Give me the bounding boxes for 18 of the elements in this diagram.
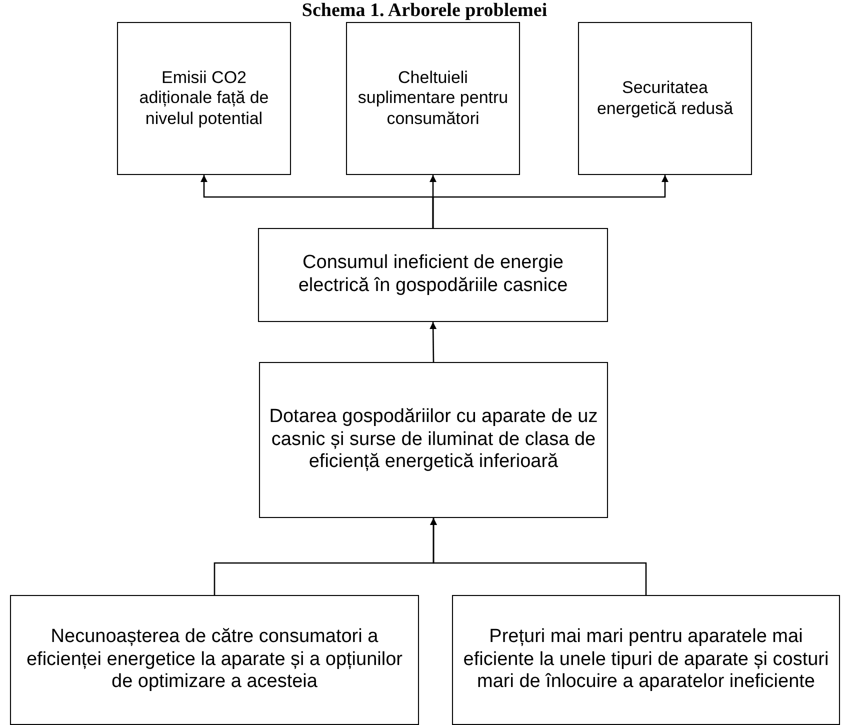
box-text: Securitatea energetică redusă	[596, 78, 734, 119]
problem-box	[452, 595, 840, 725]
problem-box	[578, 22, 752, 175]
box-text: Necunoașterea de către consumatori a eficienței energetice la aparate și a opțiunilor de optimizare a acesteia	[25, 626, 404, 694]
problem-box	[258, 228, 608, 322]
arrow	[432, 175, 668, 228]
diagram-title: Schema 1. Arborele problemei	[300, 0, 548, 22]
box-text: Cheltuieli suplimentare pentru consumători	[356, 68, 510, 130]
box-text: Emisii CO2 adiționale față de nivelul potential	[138, 68, 270, 130]
problem-box	[259, 362, 608, 518]
box-text: Dotarea gospodăriilor cu aparate de uz casnic și surse de iluminat de clasa de eficiență energetică inferioară	[268, 406, 599, 474]
arrow	[430, 322, 437, 362]
problem-box	[10, 595, 419, 725]
box-text: Consumul ineficient de energie electrică în gospodăriile casnice	[297, 252, 569, 298]
problem-box	[117, 22, 291, 175]
problem-box	[346, 22, 520, 175]
box-text: Prețuri mai mari pentru aparatele mai eficiente la unele tipuri de aparate și costuri mari de înlocuire a aparatelor ineficiente	[462, 626, 830, 694]
arrow	[430, 518, 647, 595]
